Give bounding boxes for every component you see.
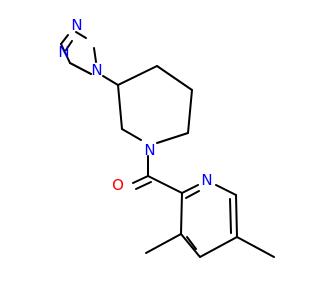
methyl-groups — [145, 233, 275, 258]
bond — [60, 34, 69, 45]
bond — [147, 175, 183, 194]
atom-label-n: N — [58, 43, 69, 61]
bond — [93, 47, 97, 63]
bond — [180, 233, 201, 258]
bond — [229, 198, 232, 234]
atom-label-n: N — [201, 171, 212, 189]
bond — [69, 62, 92, 75]
bond — [65, 40, 73, 51]
bond — [180, 192, 183, 235]
bond — [145, 233, 182, 254]
bond — [236, 236, 275, 258]
bond — [156, 132, 189, 144]
bond — [187, 89, 193, 134]
atom-label-n: N — [71, 16, 82, 34]
bond — [156, 65, 193, 91]
molecule-structure-diagram: N N N N O N — [58, 16, 275, 258]
bond — [132, 175, 149, 184]
bond — [185, 190, 200, 199]
bond — [215, 184, 237, 196]
bond — [199, 236, 238, 258]
triazole-ring — [60, 31, 119, 86]
bond — [117, 65, 158, 86]
atom-label-n: N — [144, 141, 155, 159]
piperidine-ring — [117, 65, 193, 144]
bond — [181, 184, 199, 194]
bond — [117, 84, 123, 130]
bond — [121, 128, 142, 141]
atom-label-o: O — [112, 176, 124, 194]
bond — [235, 194, 238, 238]
bond — [102, 75, 119, 86]
carbonyl-linker — [132, 155, 183, 194]
atom-label-n: N — [91, 61, 102, 79]
bond — [135, 181, 152, 190]
atom-labels: N N N N O N — [58, 16, 212, 194]
bond — [60, 43, 71, 64]
bond — [75, 31, 87, 39]
bond — [186, 236, 197, 250]
pyridine-ring — [180, 184, 238, 258]
